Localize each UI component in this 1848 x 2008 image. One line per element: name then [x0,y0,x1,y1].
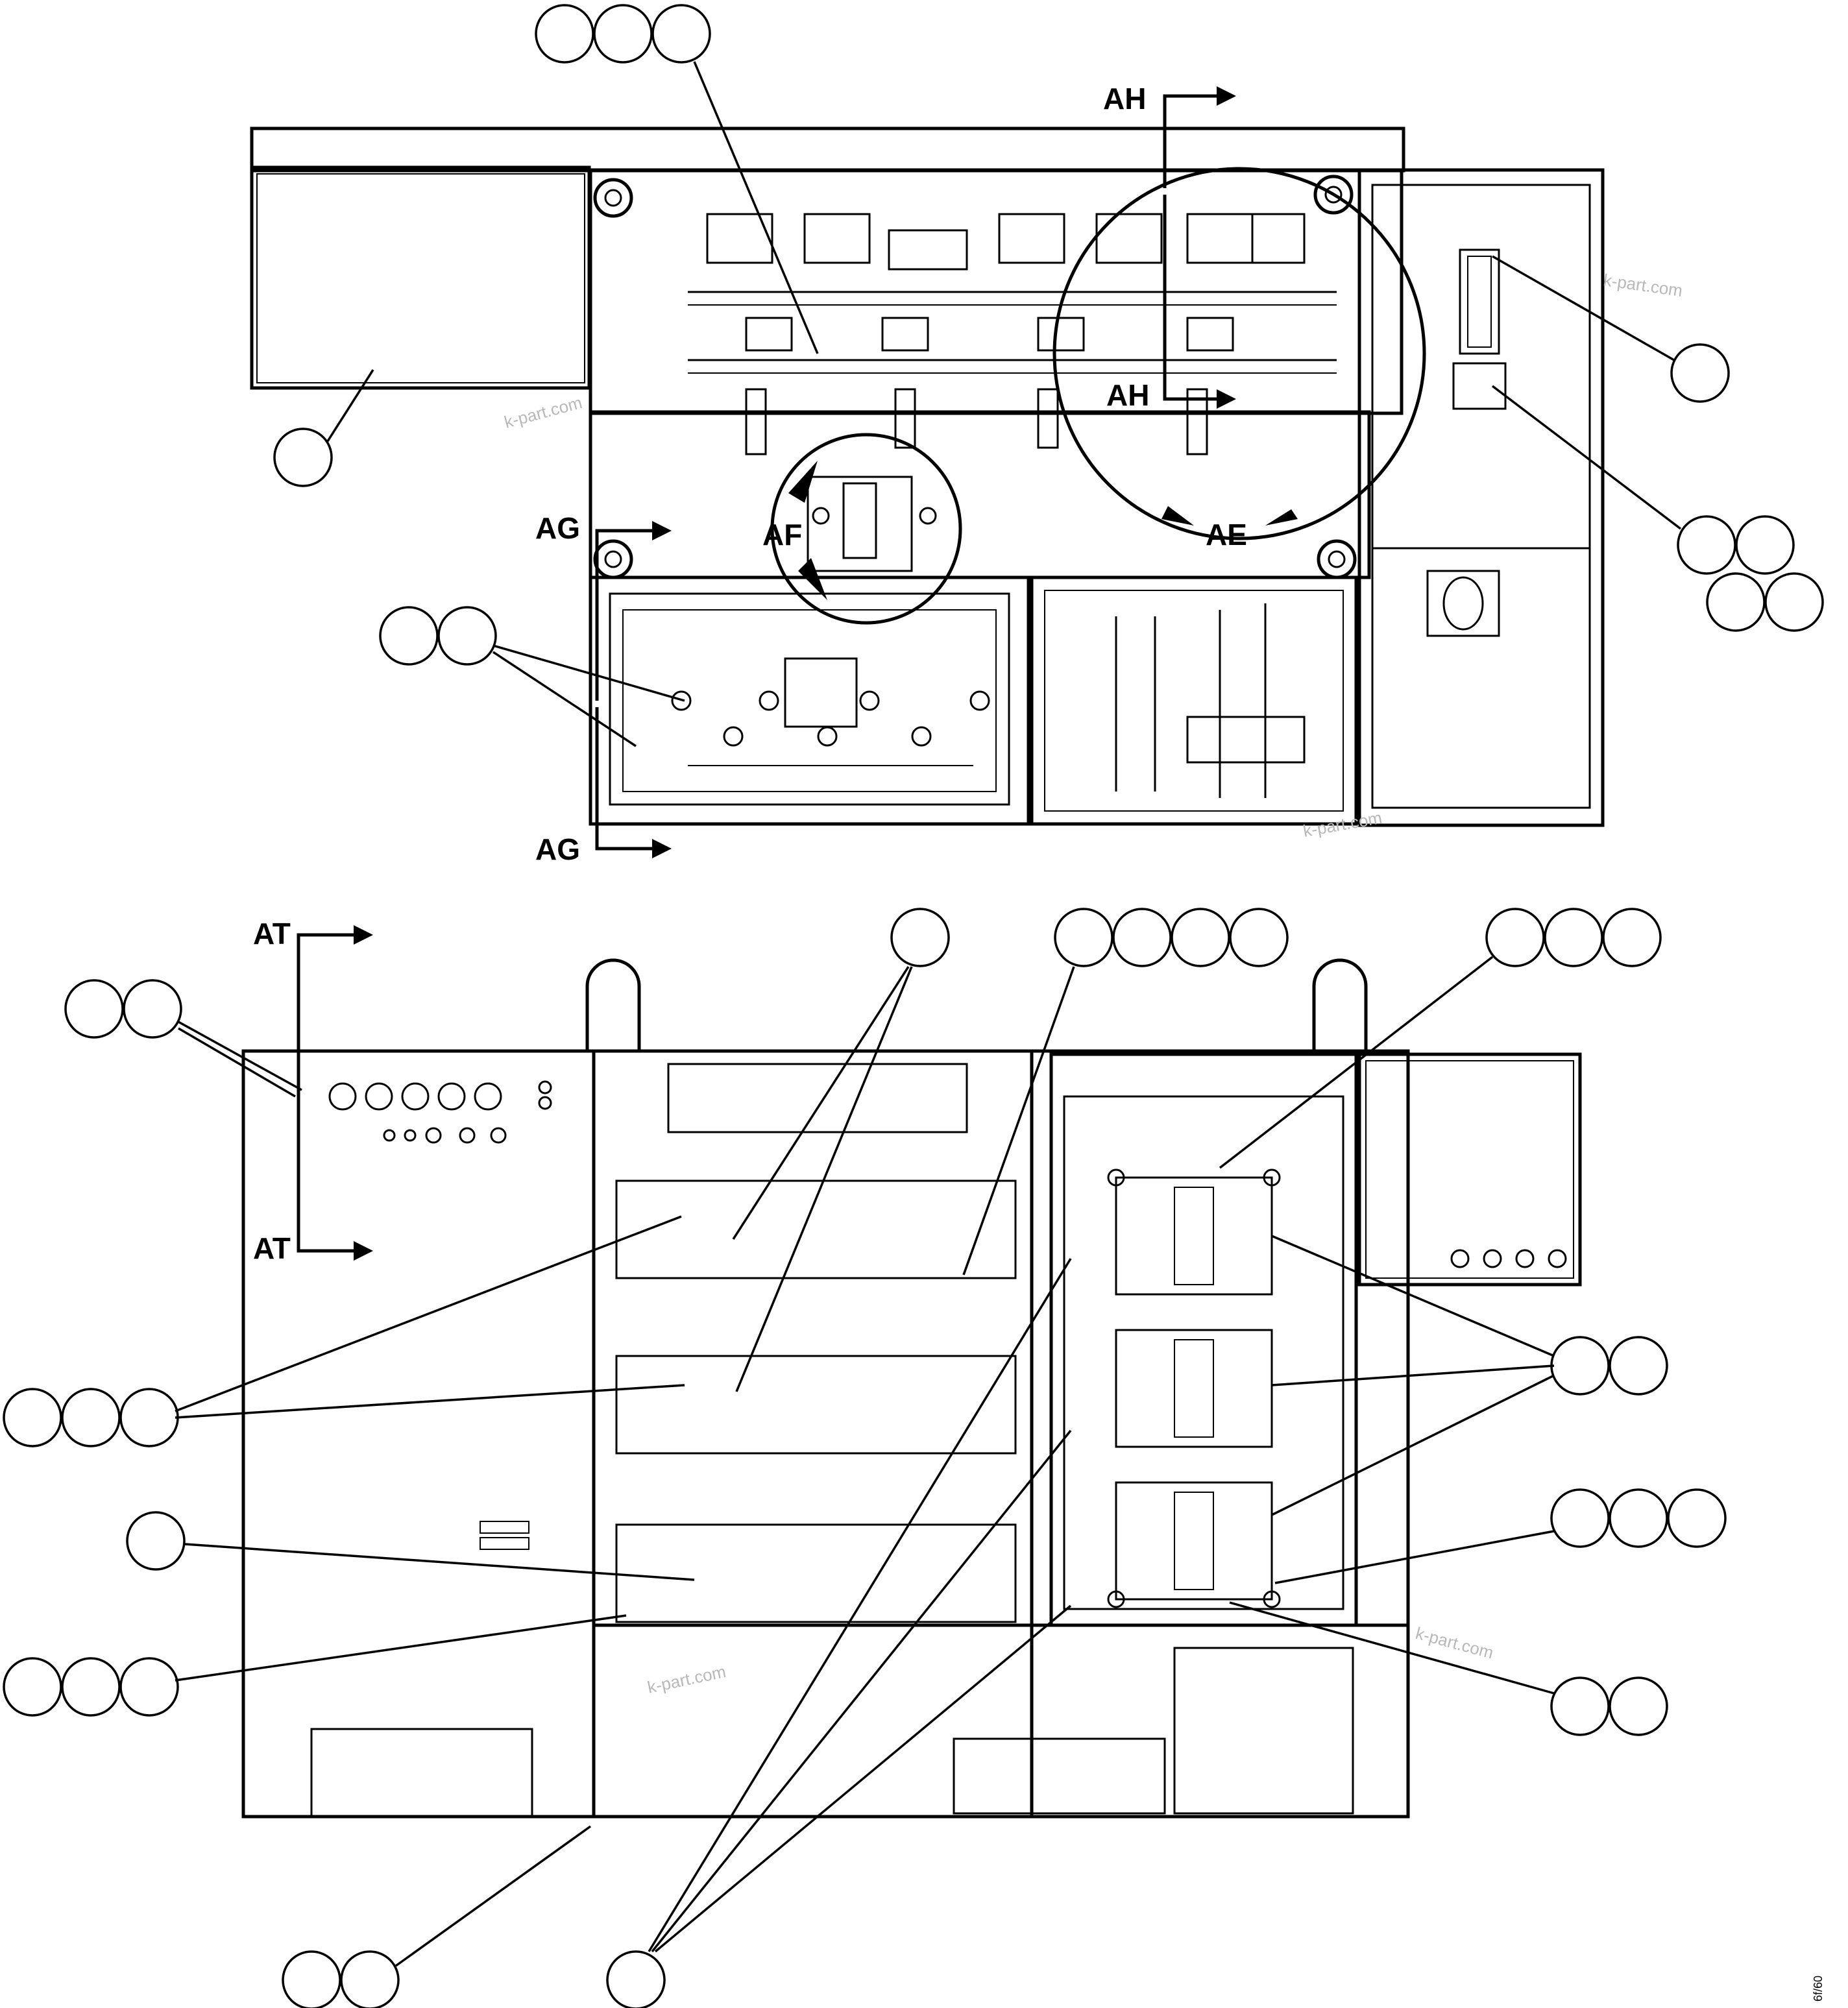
contactor-row [688,213,1337,455]
svg-text:AG: AG [535,832,580,866]
resistor-grids [1107,1168,1281,1608]
section-marker-ah-top: AH [1103,82,1236,188]
svg-text:AT: AT [253,917,291,950]
top-rail [250,127,1405,173]
svg-text:AG: AG [535,511,580,545]
section-marker-ag-bottom: AG [535,707,672,866]
watermark: k-part.com [646,1662,727,1697]
upper-assembly-view: AH AH AG AG AF AE [250,82,1605,866]
resistor-bank [1049,1052,1358,1627]
watermark: k-part.com [502,393,584,432]
svg-text:AH: AH [1103,82,1146,115]
detail-label-af: AF [762,518,802,551]
figure-code: 6f/60 [1812,1976,1825,2002]
watermark: k-part.com [1602,270,1684,300]
section-marker-at-top: AT [253,917,373,1246]
svg-text:AH: AH [1106,378,1149,412]
callout-balloons [3,4,1824,2008]
detail-circle-ae [1052,167,1426,540]
section-marker-at-bottom: AT [253,1220,373,1265]
right-cabinet [1357,168,1605,827]
lower-assembly-view: AT AT [241,917,1582,1819]
left-enclosure [250,165,591,390]
lower-middle-module [1030,575,1358,826]
middle-plate [589,410,1371,579]
detail-circle-af [770,433,962,625]
svg-text:AT: AT [253,1231,291,1265]
section-marker-ag-top: AG [535,511,672,701]
section-marker-ah-mid: AH [1106,195,1236,412]
watermark: k-part.com [1302,808,1383,841]
lower-left-module [589,575,1030,826]
junction-box [1357,1052,1582,1287]
detail-label-ae: AE [1206,518,1247,551]
lower-frame [241,1049,1410,1819]
